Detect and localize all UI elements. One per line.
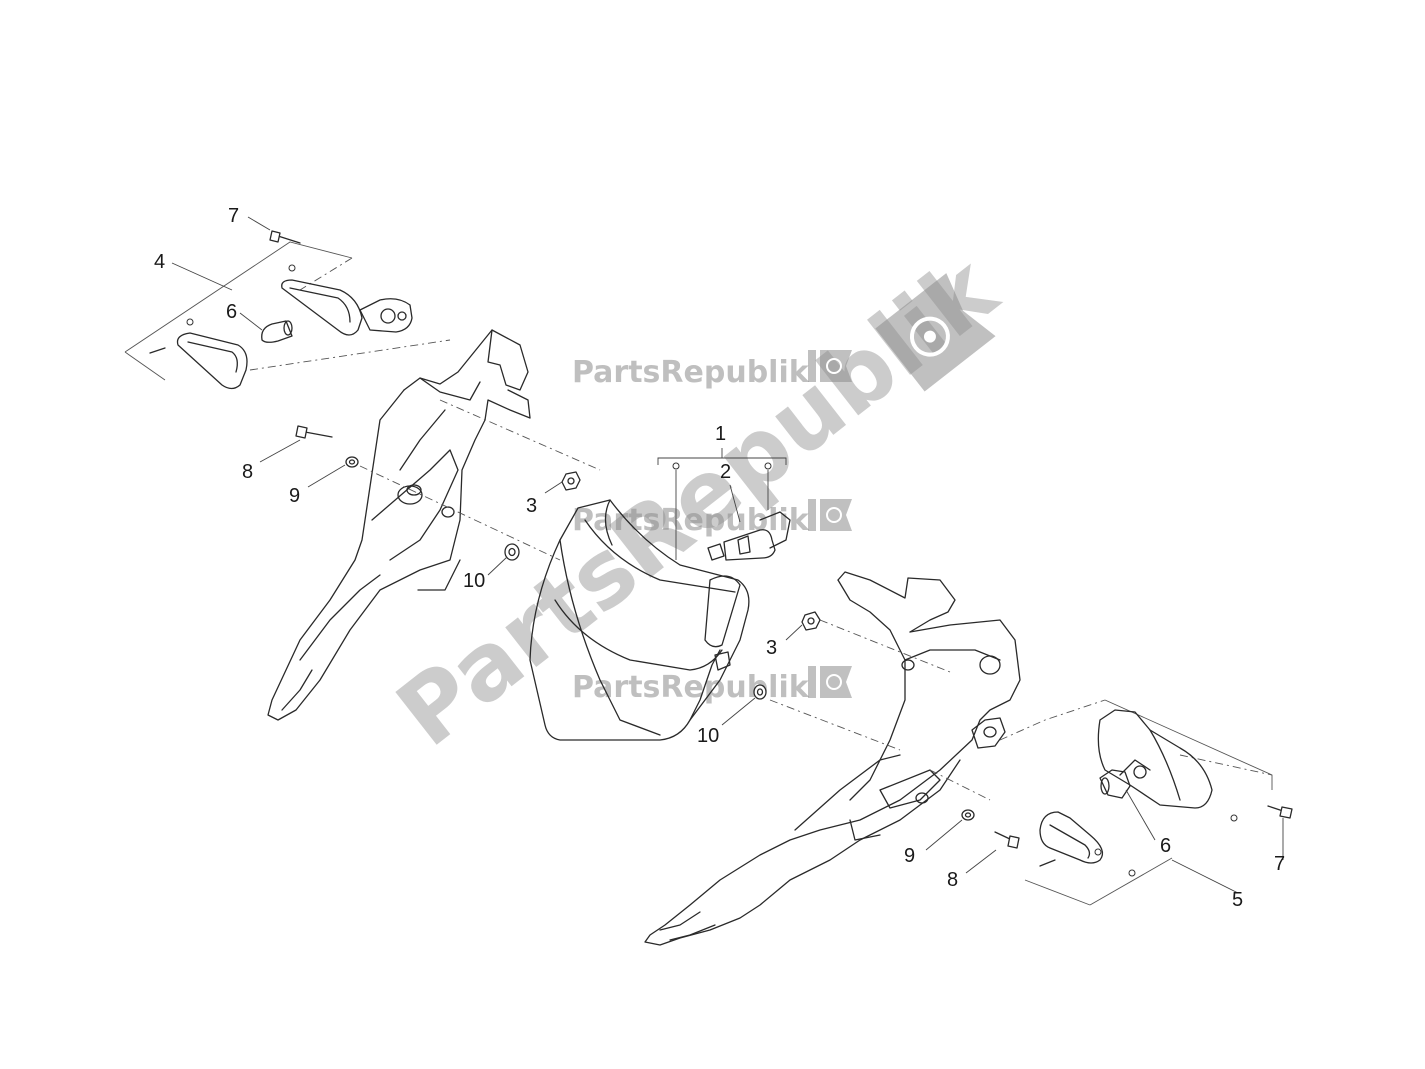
right-screw-8: [994, 831, 1020, 849]
right-turn-signal-assembly: [999, 699, 1293, 906]
callout-7-right: 7: [1274, 853, 1285, 875]
headlight-bulb: [707, 511, 791, 561]
callout-1: 1: [715, 423, 726, 445]
watermark-small-text: PartsRepublik: [572, 503, 810, 538]
left-side-panel: [267, 329, 531, 721]
left-screw-7: [269, 230, 301, 244]
left-nut-3: [561, 471, 581, 491]
callout-10-right: 10: [697, 725, 719, 747]
callout-5: 5: [1232, 889, 1243, 911]
right-washer-9: [961, 809, 975, 821]
left-washer-9: [345, 456, 359, 468]
watermark-small-3: PartsRepublik: [572, 666, 852, 705]
gear-flag-icon: [808, 350, 852, 382]
headlight: [529, 499, 750, 741]
watermark-small-2: PartsRepublik: [572, 499, 852, 538]
right-turn-signal-lens: [1039, 811, 1104, 864]
left-turn-signal-lens: [176, 332, 248, 390]
callout-3-left: 3: [526, 495, 537, 517]
right-washer-10: [753, 684, 767, 700]
callout-3-right: 3: [766, 637, 777, 659]
callout-6-left: 6: [226, 301, 237, 323]
callout-7-left: 7: [228, 205, 239, 227]
callout-9-right: 9: [904, 845, 915, 867]
callout-4: 4: [154, 251, 165, 273]
gear-flag-icon: [808, 666, 852, 698]
callout-6-right: 6: [1160, 835, 1171, 857]
callout-2: 2: [720, 461, 731, 483]
right-bulb: [1099, 769, 1131, 799]
watermark-small-text: PartsRepublik: [572, 355, 810, 390]
callout-labels: 1 2 3 3 4 5 6 6 7 7 8 8 9 9 10 10: [154, 205, 1285, 911]
left-bulb: [261, 320, 293, 343]
left-screw-8: [295, 425, 333, 439]
right-side-panel: [644, 571, 1021, 946]
callout-10-left: 10: [463, 570, 485, 592]
right-turn-signal-housing: [1097, 709, 1213, 809]
callout-8-right: 8: [947, 869, 958, 891]
watermark-small-text: PartsRepublik: [572, 670, 810, 705]
right-nut-3: [801, 611, 821, 631]
gear-flag-icon: [808, 499, 852, 531]
left-turn-signal-assembly: [124, 230, 451, 390]
gear-flag-large-icon: [875, 273, 996, 392]
callout-8-left: 8: [242, 461, 253, 483]
right-screw-7: [1267, 805, 1293, 819]
watermark-small-1: PartsRepublik: [572, 350, 852, 390]
callout-9-left: 9: [289, 485, 300, 507]
left-washer-10: [504, 543, 520, 561]
left-turn-signal-housing: [281, 279, 363, 336]
